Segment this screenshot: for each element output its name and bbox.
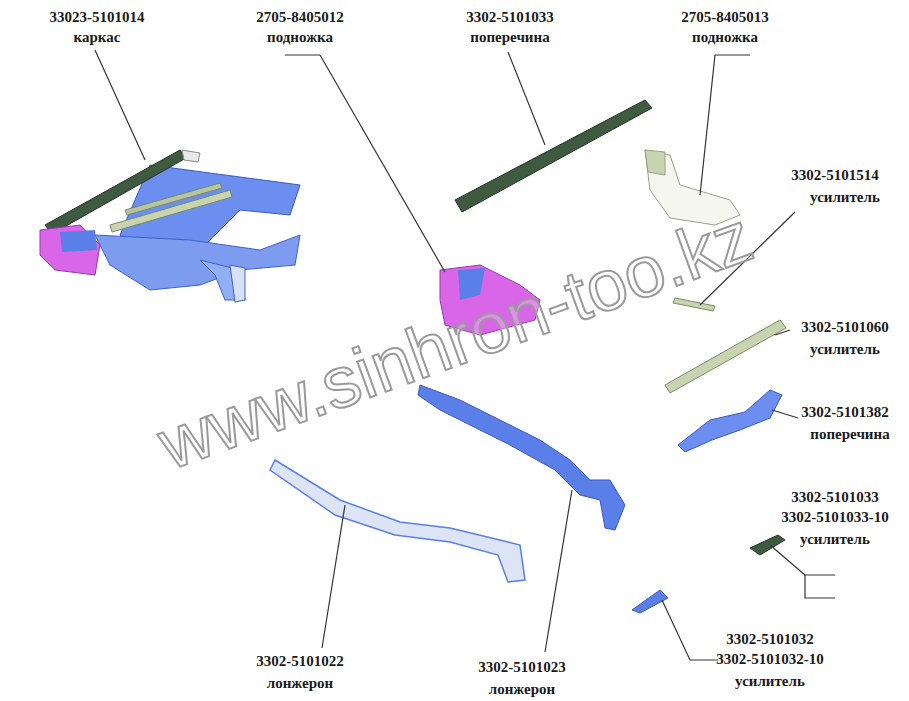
crossbeam <box>455 100 652 212</box>
part-name: каркас <box>74 28 121 46</box>
part-number: 3302-5101060 <box>801 318 889 336</box>
part-number: 3302-5101382 <box>801 403 889 421</box>
longeron <box>418 385 625 530</box>
part-name: подножка <box>267 28 333 46</box>
part-name: поперечина <box>810 425 889 443</box>
part-number: 3302-5101033 <box>791 488 879 506</box>
part-number: 3302-5101032-10 <box>716 650 824 668</box>
part-number: 3302-5101033 <box>466 8 554 26</box>
part-name: усилитель <box>810 340 880 358</box>
reinforcement <box>665 320 786 393</box>
part-number: 3302-5101514 <box>791 166 879 184</box>
reinforcement <box>750 535 785 555</box>
part-name: лонжерон <box>267 674 333 692</box>
part-number: 3302-5101023 <box>478 658 566 676</box>
part-name: подножка <box>692 28 758 46</box>
part-name: поперечина <box>470 28 549 46</box>
part-number: 3302-5101022 <box>256 652 344 670</box>
part-name: усилитель <box>810 188 880 206</box>
part-number: 3302-5101033-10 <box>781 508 889 526</box>
longeron <box>270 460 525 582</box>
part-name: лонжерон <box>489 680 555 698</box>
crossbeam <box>678 390 782 452</box>
part-number: 33023-5101014 <box>50 8 145 26</box>
watermark: www.sinhron-too.kz <box>148 196 762 485</box>
part-name: усилитель <box>800 530 870 548</box>
part-number: 3302-5101032 <box>726 630 814 648</box>
frame-assembly <box>40 150 300 302</box>
part-name: усилитель <box>735 672 805 690</box>
part-number: 2705-8405012 <box>256 8 344 26</box>
leader-lines <box>95 50 835 660</box>
part-number: 2705-8405013 <box>681 8 769 26</box>
